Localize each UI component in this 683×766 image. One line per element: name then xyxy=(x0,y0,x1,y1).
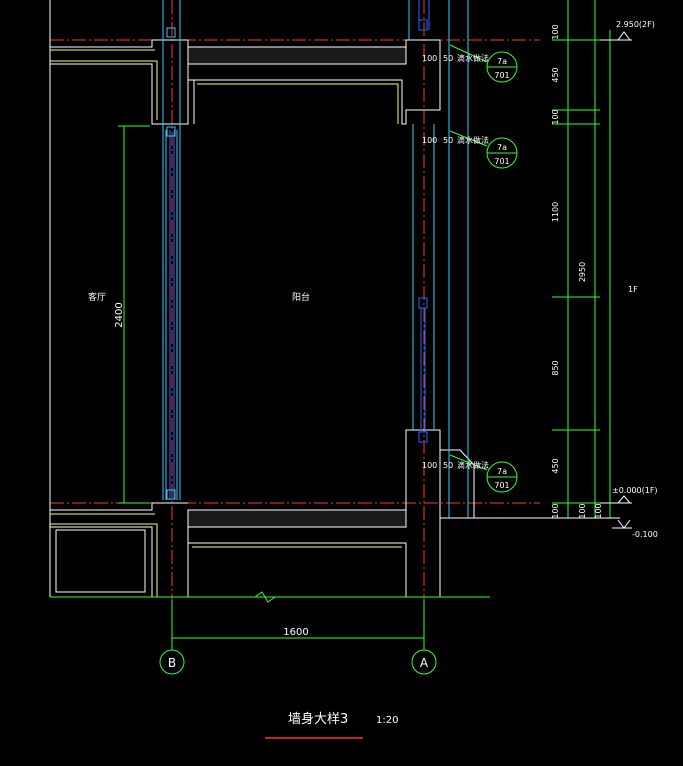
detail-2-note: 滴水做法 xyxy=(457,135,489,145)
detail-2-callout-top: 7a xyxy=(497,143,507,152)
grid-axes xyxy=(159,649,437,675)
room-label-living: 客厅 xyxy=(88,291,106,303)
detail-callouts xyxy=(449,44,518,493)
detail-1-callout-bottom: 701 xyxy=(494,71,509,80)
detail-1-right: 50 xyxy=(443,54,453,63)
room-label-balcony: 阳台 xyxy=(292,291,310,303)
right-dim-4: 1100 xyxy=(551,202,560,222)
axis-lines xyxy=(50,0,540,600)
right-dim-2: 450 xyxy=(551,67,560,82)
bottom-dimension: 1600 xyxy=(283,627,308,638)
detail-1-callout-top: 7a xyxy=(497,57,507,66)
dimension-lines xyxy=(118,0,632,650)
detail-3-left: 100 xyxy=(422,461,437,470)
top-slab xyxy=(50,39,441,125)
level-floor: ±0.000(1F) xyxy=(612,486,658,495)
detail-2-left: 100 xyxy=(422,136,437,145)
bottom-small-dim-1: 100 xyxy=(578,503,587,518)
drawing-title: 墙身大样3 xyxy=(288,711,348,727)
floor-label: 1F xyxy=(628,285,638,294)
right-dim-1: 100 xyxy=(551,24,560,39)
detail-3-callout-bottom: 701 xyxy=(494,481,509,490)
drawing-scale: 1:20 xyxy=(376,715,398,726)
detail-3-callout-top: 7a xyxy=(497,467,507,476)
total-dimension: 2950 xyxy=(578,262,587,282)
right-dim-5: 850 xyxy=(551,360,560,375)
left-dimension: 2400 xyxy=(114,302,125,327)
detail-1-left: 100 xyxy=(422,54,437,63)
grid-bubble-b xyxy=(159,649,185,675)
bottom-slab xyxy=(49,0,490,603)
detail-1-note: 滴水做法 xyxy=(457,53,489,63)
right-dim-3: 100 xyxy=(551,109,560,124)
detail-3-right: 50 xyxy=(443,461,453,470)
detail-2-callout-bottom: 701 xyxy=(494,157,509,166)
level-outside: -0.100 xyxy=(632,530,658,539)
detail-3-note: 滴水做法 xyxy=(457,460,489,470)
grid-bubble-a xyxy=(411,649,437,675)
detail-2-right: 50 xyxy=(443,136,453,145)
grid-label-a: A xyxy=(420,656,429,670)
right-dim-7: 100 xyxy=(551,503,560,518)
window-frames xyxy=(162,0,469,518)
bottom-small-dim-2: 100 xyxy=(594,503,603,518)
level-top: 2.950(2F) xyxy=(616,20,655,29)
grid-label-b: B xyxy=(168,656,176,670)
right-dim-6: 450 xyxy=(551,458,560,473)
